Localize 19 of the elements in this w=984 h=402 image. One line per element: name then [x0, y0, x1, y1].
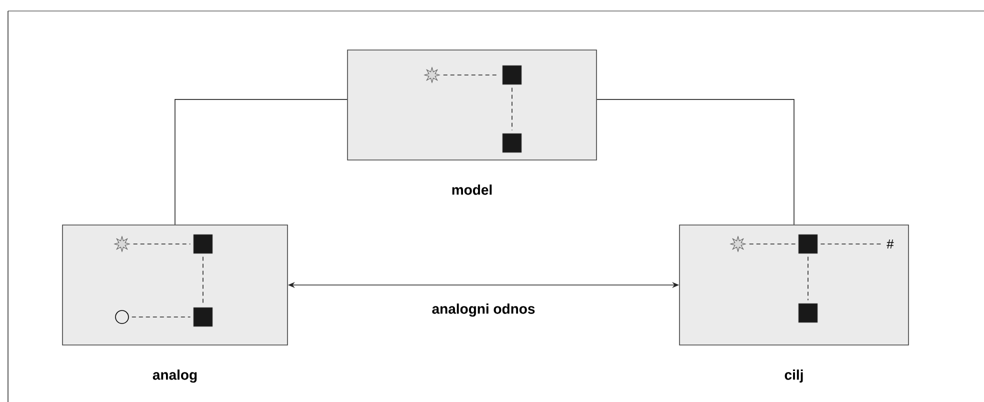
circle-marker [115, 310, 129, 324]
square-marker [502, 65, 522, 85]
dashed-line [202, 256, 204, 305]
connector-line [174, 99, 348, 225]
square-marker [798, 234, 818, 254]
star-marker [730, 236, 746, 252]
star-marker [424, 67, 440, 83]
panel-title: model [452, 184, 492, 195]
square-marker [502, 133, 522, 153]
square-marker [798, 303, 818, 323]
symbol-text: # [886, 240, 894, 248]
square-marker [193, 307, 213, 327]
dashed-line [132, 316, 191, 318]
panel-title: analog [152, 370, 197, 383]
star-marker [114, 236, 130, 252]
panel-title: cilj [784, 370, 803, 383]
square-marker [193, 234, 213, 254]
edge-label: analogni odnos [432, 304, 535, 317]
connector-line [596, 99, 794, 225]
